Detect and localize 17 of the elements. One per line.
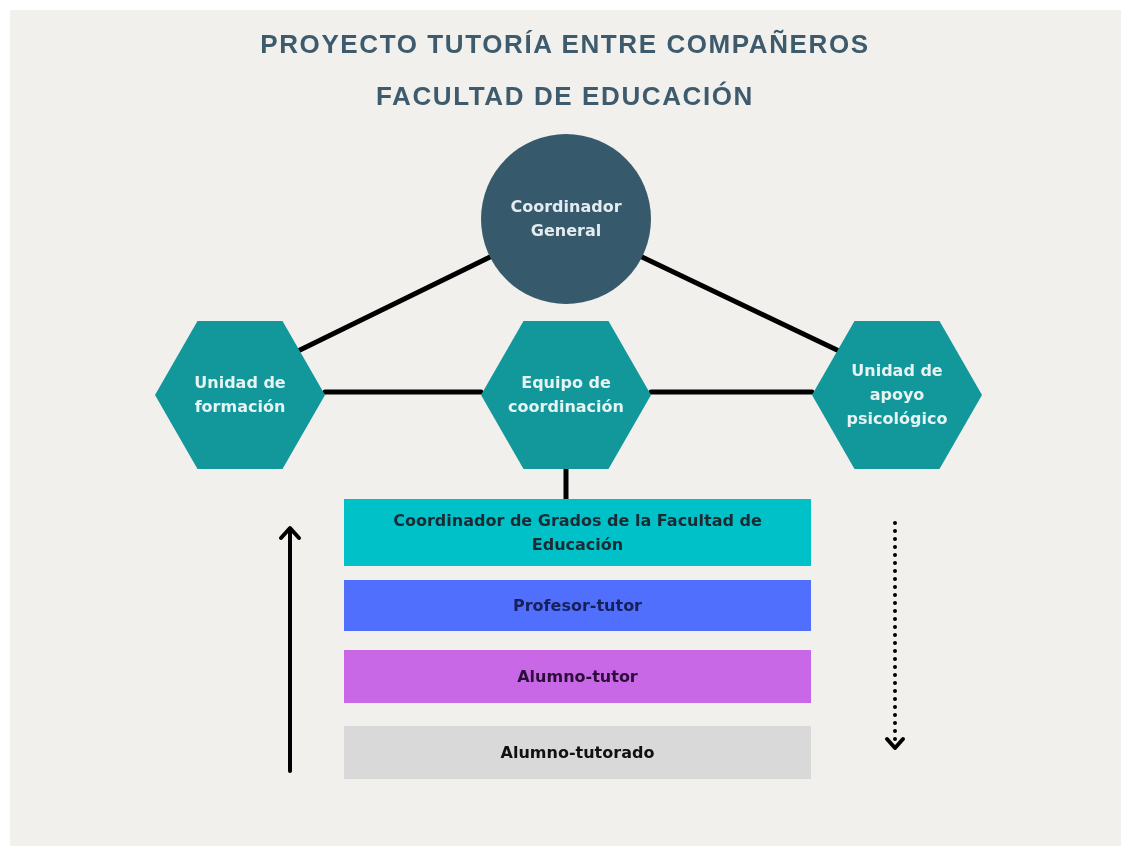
- connector-line: [322, 389, 484, 395]
- node-label: Alumno-tutor: [517, 665, 638, 688]
- node-label: Coordinador de Grados de la Facultad de Educación: [392, 509, 763, 556]
- node-label: Coordinador General: [509, 196, 623, 242]
- connector-line: [639, 254, 840, 353]
- connector-line: [648, 389, 815, 395]
- node-label: Alumno-tutorado: [500, 741, 655, 764]
- node-label: Equipo de coordinación: [507, 372, 625, 418]
- level-bar: [344, 650, 811, 703]
- level-bar: [344, 580, 811, 631]
- connector-line: [297, 254, 493, 353]
- level-bar: [344, 726, 811, 779]
- node-label: Unidad de apoyo psicológico: [845, 360, 949, 430]
- title: PROYECTO TUTORÍA ENTRE COMPAÑEROS FACULTAD DE EDUCACIÓN: [259, 28, 871, 113]
- node-label: Unidad de formación: [193, 372, 287, 418]
- level-bar: [344, 499, 811, 566]
- node-label: Profesor-tutor: [512, 594, 642, 617]
